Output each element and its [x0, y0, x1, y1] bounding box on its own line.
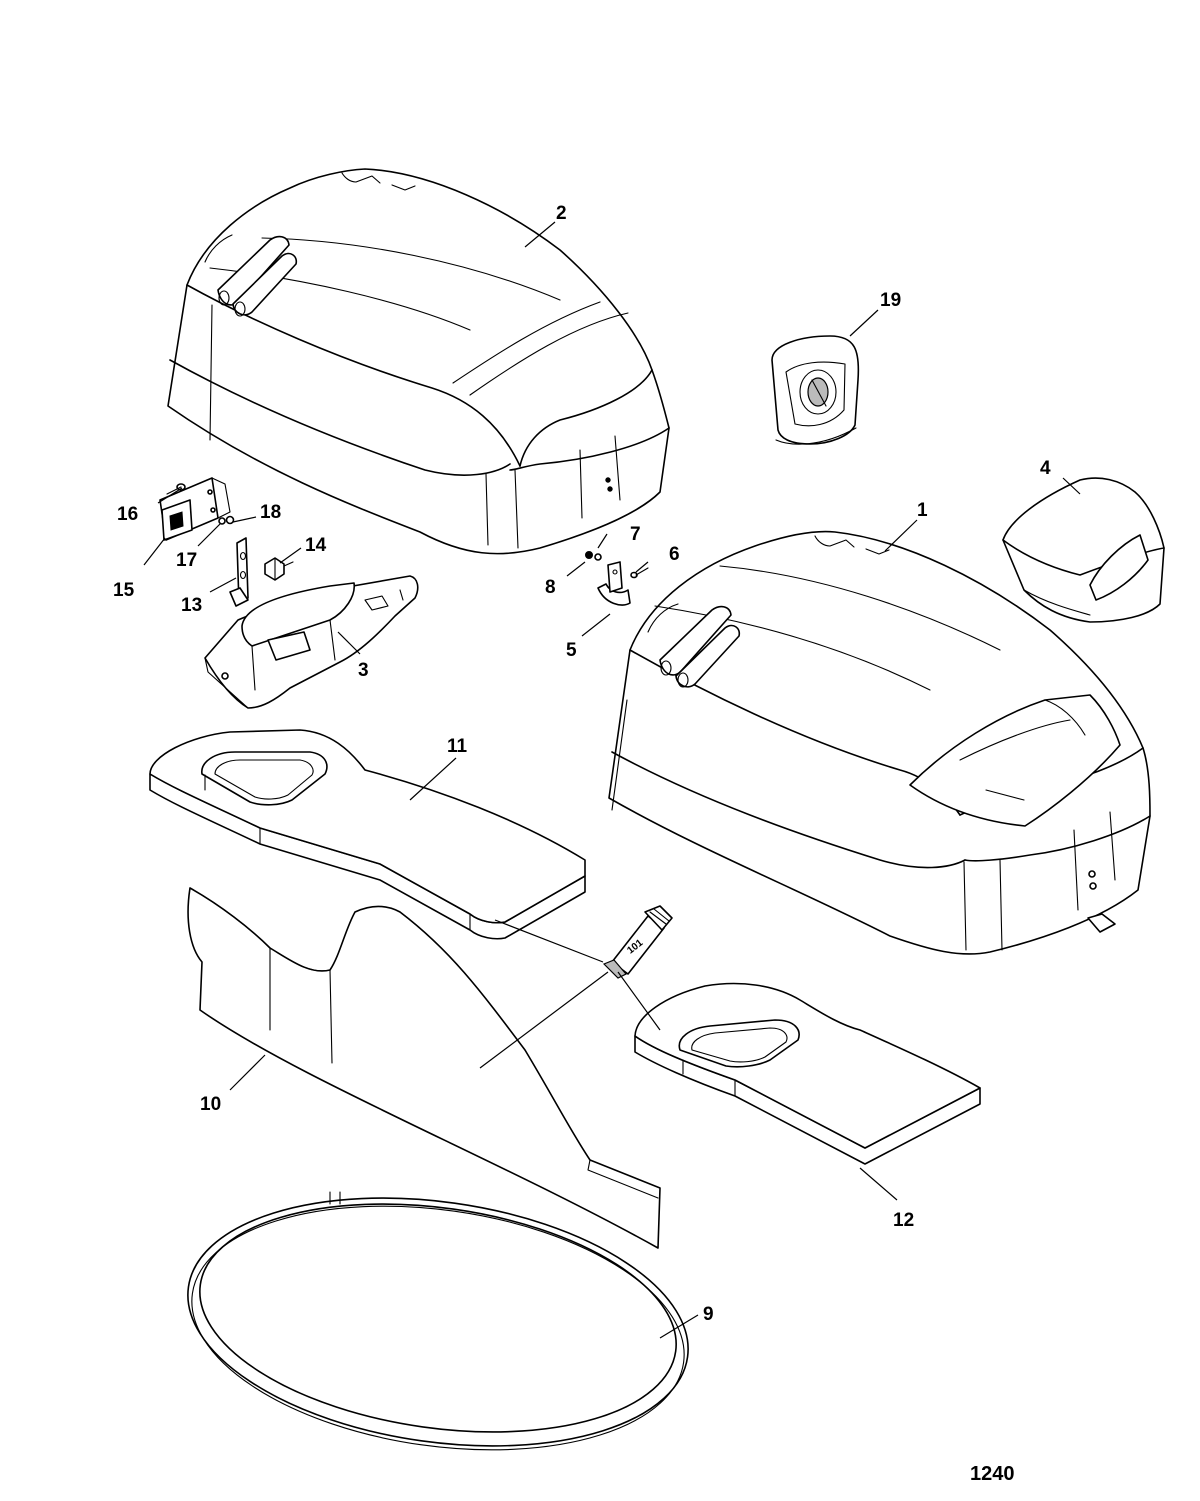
part-10-seal-strip [188, 888, 660, 1248]
part-17-washer [219, 518, 225, 524]
figure-number: 1240 [970, 1463, 1015, 1485]
part-15-switch-bracket [160, 478, 230, 540]
part-9-gasket-ring [172, 1168, 704, 1479]
callout-2: 2 [556, 203, 567, 224]
sealant-tube-101: 101 [604, 906, 672, 978]
callout-labels: 1 2 3 4 5 6 7 8 9 10 11 12 13 14 15 16 1… [113, 203, 1051, 1325]
callout-15: 15 [113, 580, 135, 601]
leader-lines [144, 222, 1080, 1338]
part-18-nut [227, 517, 234, 524]
callout-5: 5 [566, 640, 577, 661]
part-6-screw [631, 568, 648, 578]
callout-12: 12 [893, 1210, 914, 1231]
part-4-intake-cover [1003, 478, 1164, 622]
callout-19: 19 [880, 290, 901, 311]
callout-14: 14 [305, 535, 327, 556]
part-19-cover-plate [772, 336, 858, 444]
part-1-cowl-with-intake [609, 532, 1150, 955]
callout-9: 9 [703, 1304, 714, 1325]
callout-17: 17 [176, 550, 197, 571]
part-13-latch-plate [230, 538, 248, 606]
callout-13: 13 [181, 595, 202, 616]
callout-1: 1 [917, 500, 928, 521]
callout-10: 10 [200, 1094, 221, 1115]
part-8-nut [586, 552, 593, 559]
part-5-clip [598, 562, 630, 605]
callout-16: 16 [117, 504, 138, 525]
part-7-washer [595, 554, 601, 560]
callout-6: 6 [669, 544, 680, 565]
part-14-bolt [265, 558, 293, 580]
part-3-bracket [205, 576, 418, 708]
callout-3: 3 [358, 660, 369, 681]
part-11-seal [150, 730, 585, 939]
part-16-screw [167, 484, 185, 494]
callout-8: 8 [545, 577, 556, 598]
callout-4: 4 [1040, 458, 1051, 479]
part-12-seal [635, 984, 980, 1164]
callout-11: 11 [447, 736, 468, 757]
callout-7: 7 [630, 524, 641, 545]
part-2-top-cowl [168, 169, 669, 554]
callout-18: 18 [260, 502, 281, 523]
